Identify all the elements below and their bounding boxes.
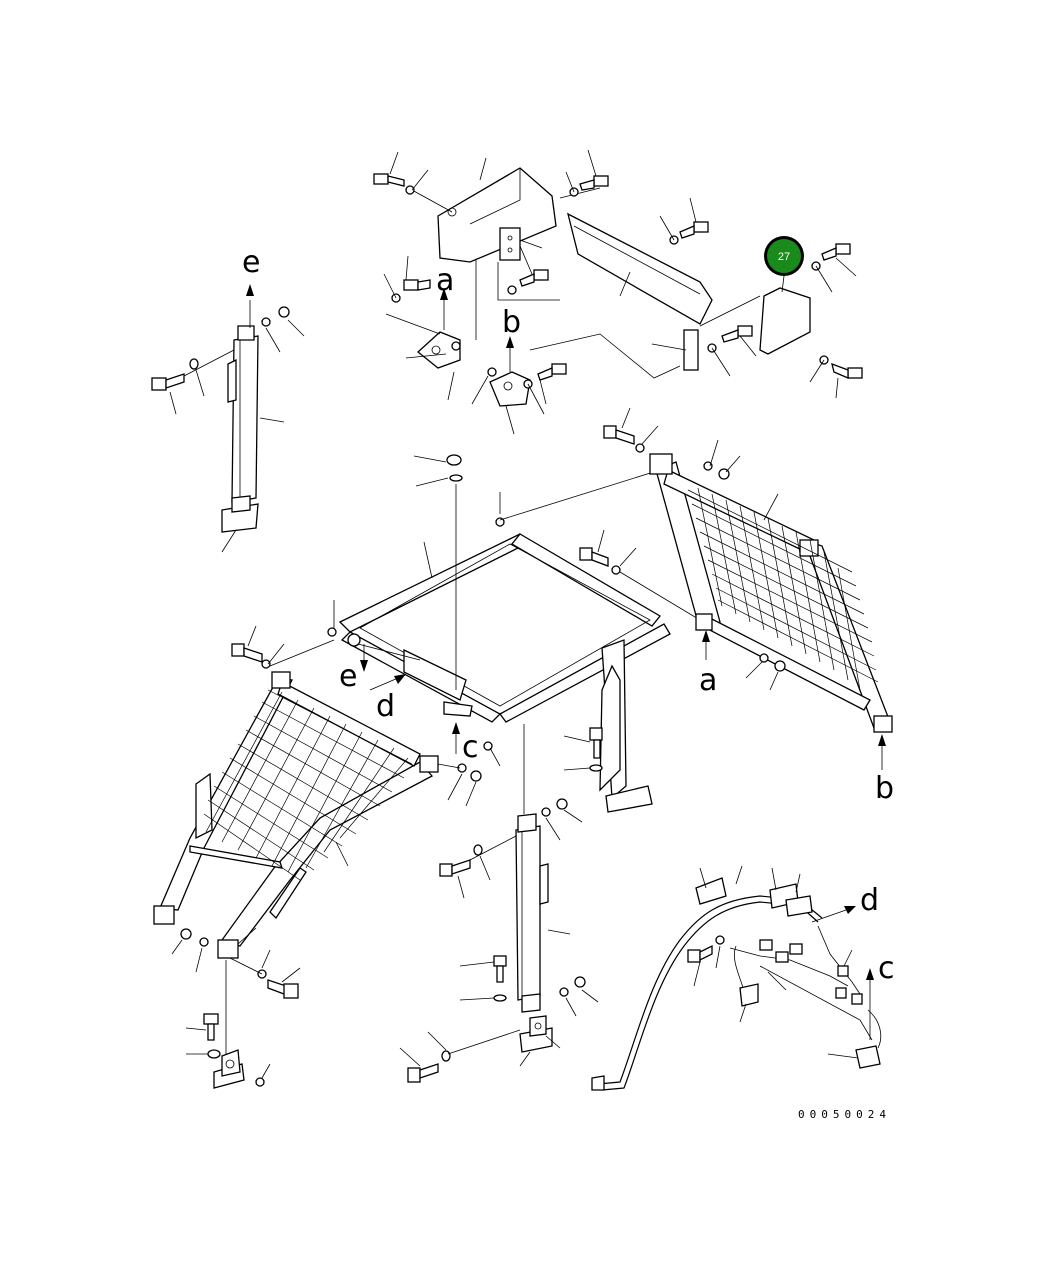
- left-mesh-guard: [153, 671, 482, 1064]
- bolt-icon: [537, 363, 567, 381]
- bolt-icon: [231, 643, 263, 663]
- washer-icon: [405, 185, 415, 195]
- wire-mesh: [203, 689, 413, 881]
- top-cover-assembly: [373, 149, 863, 435]
- part-callout-27[interactable]: 27: [764, 236, 804, 293]
- ref-label-a: a: [699, 663, 717, 698]
- washer-icon: [507, 285, 517, 295]
- nut-icon: [446, 454, 462, 466]
- ref-label-d: d: [860, 883, 879, 918]
- washer-icon: [589, 764, 603, 772]
- nut-icon: [180, 928, 192, 940]
- pin-icon: [495, 517, 505, 527]
- nut-icon: [451, 341, 461, 351]
- washer-icon: [473, 844, 483, 856]
- washer-icon: [207, 1049, 221, 1059]
- nut-icon: [556, 798, 568, 810]
- central-frame: [231, 454, 761, 813]
- nut-icon: [470, 770, 482, 782]
- right-mesh-guard: [603, 407, 893, 770]
- wire-mesh: [687, 487, 879, 691]
- bolt-icon: [519, 269, 549, 287]
- bolt-icon: [203, 1013, 219, 1041]
- ref-label-b: b: [875, 771, 894, 806]
- washer-icon: [635, 443, 645, 453]
- bolt-icon: [407, 1063, 439, 1083]
- bolt-icon: [373, 173, 405, 187]
- washer-icon: [759, 653, 769, 663]
- pin-icon: [347, 633, 361, 647]
- callout-number: 27: [778, 251, 790, 263]
- washer-icon: [441, 1050, 451, 1062]
- bolt-icon: [579, 547, 609, 567]
- nut-icon: [574, 976, 586, 988]
- ref-label-e: e: [242, 245, 260, 280]
- bolt-icon: [603, 425, 635, 445]
- bolt-icon: [267, 979, 299, 999]
- ref-label-d: d: [376, 689, 395, 724]
- bolt-icon: [403, 279, 431, 291]
- bolt-icon: [679, 221, 709, 239]
- washer-icon: [611, 565, 621, 575]
- bolt-icon: [439, 859, 471, 877]
- ref-label-b: b: [502, 305, 521, 340]
- ref-label-c: c: [462, 730, 479, 765]
- washer-icon: [449, 474, 463, 482]
- washer-icon: [261, 317, 271, 327]
- bolt-icon: [821, 243, 851, 261]
- pin-icon: [327, 627, 337, 637]
- nut-icon: [487, 367, 497, 377]
- bolt-icon: [589, 727, 603, 759]
- washer-icon: [559, 987, 569, 997]
- reference-letters: a b c d e a b c d e: [242, 245, 895, 986]
- pin-icon: [255, 1077, 265, 1087]
- washer-icon: [541, 807, 551, 817]
- left-upper-column: [151, 284, 305, 553]
- center-lower-column: [399, 724, 599, 1083]
- bolt-icon: [493, 955, 507, 983]
- washer-icon: [715, 935, 725, 945]
- reference-arrows: [440, 288, 514, 372]
- washer-icon: [703, 461, 713, 471]
- washer-icon: [493, 994, 507, 1002]
- washer-icon: [261, 659, 271, 669]
- ref-label-e: e: [339, 659, 357, 694]
- bolt-icon: [687, 944, 713, 963]
- wiring-harness: [591, 865, 882, 1091]
- bolt-icon: [579, 175, 609, 191]
- washer-icon: [189, 358, 199, 370]
- drawing-number: 00050024: [798, 1108, 891, 1121]
- nut-icon: [774, 660, 786, 672]
- left-lower-foot: [185, 1013, 271, 1089]
- ref-label-a: a: [436, 263, 454, 298]
- ref-label-c: c: [878, 951, 895, 986]
- nut-icon: [278, 306, 290, 318]
- bolt-icon: [721, 325, 753, 343]
- bolt-icon: [831, 362, 863, 379]
- washer-icon: [199, 937, 209, 947]
- bolt-icon: [151, 373, 185, 391]
